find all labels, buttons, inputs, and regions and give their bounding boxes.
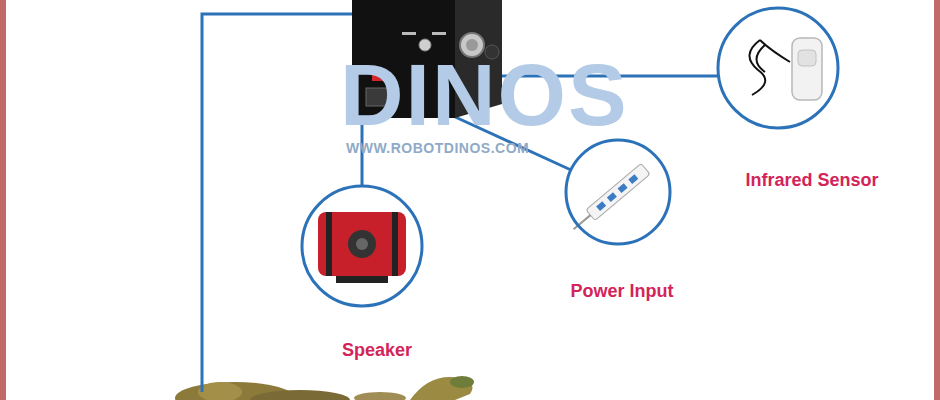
wires xyxy=(202,14,718,392)
circle-outline xyxy=(718,8,838,128)
circle-outline xyxy=(563,137,674,302)
infrared-sensor-icon xyxy=(749,38,822,100)
watermark: DINOS xyxy=(340,44,629,146)
callout-circle: Power Input xyxy=(563,137,674,302)
speaker-icon xyxy=(318,212,406,283)
frame-right xyxy=(934,0,940,400)
callout-circle: Infrared Sensor xyxy=(715,5,879,191)
callout-label: Speaker xyxy=(342,339,412,361)
circle-outline xyxy=(302,186,422,306)
circle-ground xyxy=(302,186,422,306)
circle-outline xyxy=(566,140,670,244)
frame-left xyxy=(0,0,6,400)
dinosaur-models xyxy=(175,376,474,400)
circle-ground xyxy=(566,140,670,244)
circle-ground xyxy=(718,8,838,128)
circle-outline xyxy=(715,5,879,191)
circle-outline xyxy=(299,183,425,361)
callout-circle: Speaker xyxy=(299,183,425,361)
watermark: WWW.ROBOTDINOS.COM xyxy=(346,140,529,156)
power-strip-icon xyxy=(569,163,650,234)
callout-label: Infrared Sensor xyxy=(745,169,878,191)
callout-label: Power Input xyxy=(571,280,674,302)
